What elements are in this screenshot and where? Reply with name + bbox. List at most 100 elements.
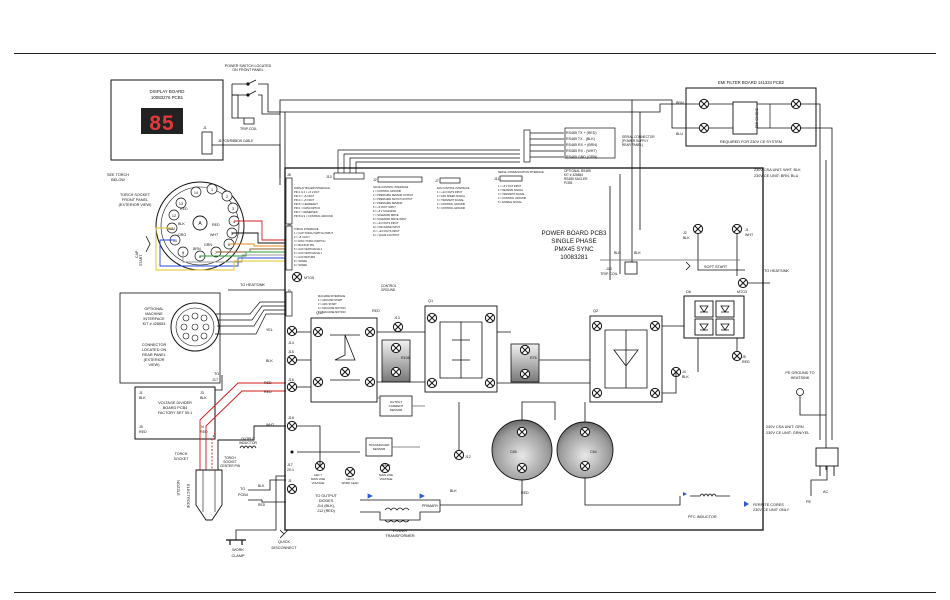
display-j1-connector xyxy=(201,131,213,155)
svg-text:1 = CONTROL GROUND: 1 = CONTROL GROUND xyxy=(373,190,401,193)
svg-text:3 = MACHINE MOTION: 3 = MACHINE MOTION xyxy=(318,306,346,310)
j1-pcb4-terminal: J1 xyxy=(286,479,298,495)
svg-text:J4: J4 xyxy=(200,425,204,429)
j14-terminal: J15 BLK xyxy=(266,350,298,366)
j8-pin-list: DISPLAY BOARD INTERFACE PIN 1 & 2 = +5 V… xyxy=(294,186,333,218)
rs485-list: RS485 TX + (RED) RS485 TX - (BLK) RS485 … xyxy=(564,127,616,159)
svg-text:4: 4 xyxy=(233,220,235,224)
mid-terminal xyxy=(453,449,465,461)
svg-text:TRANSDUCER: TRANSDUCER xyxy=(369,443,391,447)
j3-pin-list: MACHINE INTERFACE 1 = AROUND START 2 = A… xyxy=(318,294,346,314)
j2-connector xyxy=(377,176,423,183)
emi-required-label: REQUIRED FOR 230V CE SYSTEM xyxy=(720,140,782,144)
unit-230v-note: 230V CSA UNIT: WHT, BLK 230V CE UNIT: BR… xyxy=(754,168,801,178)
svg-text:(EXTERIOR: (EXTERIOR xyxy=(144,358,165,362)
svg-text:3 = PRESSURE SWITCH OUTPUT: 3 = PRESSURE SWITCH OUTPUT xyxy=(373,198,413,201)
svg-text:RED: RED xyxy=(212,223,220,227)
svg-text:BLK: BLK xyxy=(682,375,689,379)
svg-text:14: 14 xyxy=(194,191,198,195)
torch-harness-wires xyxy=(155,220,286,271)
q1-igbt-pair xyxy=(439,321,483,379)
torch-socket-wire-colors: RED BLK ORG BRN GRN WHT RED BLU xyxy=(168,207,220,251)
svg-text:QUICK: QUICK xyxy=(278,540,290,544)
ferrite-cores-label: FERRITE CORES 230V CE UNIT ONLY xyxy=(753,503,790,512)
svg-text:FERRITE CORES: FERRITE CORES xyxy=(753,503,784,507)
j10-trip-coil-label: J10 TRIP COIL xyxy=(600,267,618,276)
j7-connector xyxy=(439,177,461,184)
svg-text:2 = PRESSURE SENSOR OUTPUT: 2 = PRESSURE SENSOR OUTPUT xyxy=(373,194,414,197)
j10-wires xyxy=(337,149,520,173)
j18-terminal: J18 WHT xyxy=(266,416,298,432)
serial-connector xyxy=(523,129,531,163)
svg-text:HEATSINK: HEATSINK xyxy=(791,376,810,380)
emi-input-wires xyxy=(632,99,699,129)
svg-text:TORCH INTERFACE: TORCH INTERFACE xyxy=(294,227,319,231)
svg-text:MACHINE INTERFACE: MACHINE INTERFACE xyxy=(318,294,346,298)
svg-text:7 = AUX RETURN: 7 = AUX RETURN xyxy=(294,255,315,259)
ac-plug xyxy=(815,447,839,476)
j10-label: J10 xyxy=(326,175,332,179)
main-input-terminals: J2 BLK J1 WHT xyxy=(683,223,754,240)
pe-wire xyxy=(810,472,828,496)
svg-text:RED: RED xyxy=(264,381,272,385)
serial-connector-label: SERIAL CONNECTOR (POWER SUPPLY REAR PANE… xyxy=(622,135,655,147)
svg-text:BRN: BRN xyxy=(193,247,201,251)
svg-text:20:1: 20:1 xyxy=(287,468,294,472)
j5-terminal: J5 RED xyxy=(731,350,750,364)
emi-choke xyxy=(732,101,758,135)
svg-text:7: 7 xyxy=(215,251,217,255)
j9-label: J9 xyxy=(287,223,291,227)
pcb4-blk-label: BLK xyxy=(258,484,265,488)
svg-text:LED 11: LED 11 xyxy=(381,463,391,467)
svg-text:J16: J16 xyxy=(288,378,294,382)
mtg5-terminal: MTG5 xyxy=(291,271,314,283)
svg-text:START: START xyxy=(139,254,143,266)
svg-text:FACTORY SET 50:1: FACTORY SET 50:1 xyxy=(158,411,193,415)
svg-text:J5: J5 xyxy=(742,355,746,359)
work-clamp-wire xyxy=(235,475,286,540)
work-clamp-label: WORK CLAMP xyxy=(231,548,245,558)
blu-label: BLU xyxy=(676,132,683,136)
voltage-divider-label: VOLTAGE DIVIDER BOARD PCB4 FACTORY SET 5… xyxy=(158,401,193,415)
svg-text:SOCKET: SOCKET xyxy=(223,460,237,464)
svg-text:BLK: BLK xyxy=(266,359,273,363)
rs485-wires xyxy=(530,132,564,158)
to-j17-label: TO J17 xyxy=(212,372,219,382)
svg-text:WORK: WORK xyxy=(232,548,244,552)
svg-text:TO OUTPUT: TO OUTPUT xyxy=(315,494,338,498)
torch-socket-pin-numbers: 1 2 3 4 5 6 7 8 9 10 11 12 13 14 xyxy=(170,188,235,259)
svg-text:ON FRONT PANEL: ON FRONT PANEL xyxy=(232,68,263,72)
svg-text:VOLTAGE DIVIDER: VOLTAGE DIVIDER xyxy=(158,401,192,405)
power-switch-label: POWER SWITCH LOCATED ON FRONT PANEL xyxy=(225,64,272,72)
pcb4-red-label: RED xyxy=(258,503,266,507)
j10-connector xyxy=(333,172,365,180)
svg-text:J1: J1 xyxy=(139,391,143,395)
torch-body: NOZZLE ELECTRODE xyxy=(176,469,223,521)
output-inductor-label: OUTPUT INDUCTOR xyxy=(239,437,257,445)
trip-coil-label: TRIP COIL xyxy=(240,127,257,131)
power-transformer-label: POWER TRANSFORMER xyxy=(385,529,415,538)
svg-text:INTERFACE: INTERFACE xyxy=(143,317,165,321)
svg-text:SOCKET: SOCKET xyxy=(174,457,190,461)
svg-text:10: 10 xyxy=(173,239,177,243)
svg-text:11 = +24 VOLTS INPUT: 11 = +24 VOLTS INPUT xyxy=(373,230,400,233)
svg-text:9 = SPARE: 9 = SPARE xyxy=(294,263,307,267)
svg-text:BLK: BLK xyxy=(683,236,690,240)
svg-text:5 = CONTROL GROUND: 5 = CONTROL GROUND xyxy=(437,207,465,210)
svg-text:230V CE UNIT ONLY: 230V CE UNIT ONLY xyxy=(753,508,790,512)
svg-text:7 = SOLENOID DRIVE: 7 = SOLENOID DRIVE xyxy=(373,214,399,217)
optional-interface-label: OPTIONAL MACHINE INTERFACE KIT # 428653 xyxy=(143,307,166,326)
j8-label: J8 xyxy=(287,173,291,177)
svg-text:J17: J17 xyxy=(287,463,293,467)
power-switch xyxy=(231,79,286,178)
pfc-inductor-label: PFC INDUCTOR xyxy=(688,515,717,519)
d6-label: D6 xyxy=(686,290,691,294)
svg-text:FAN CONTROL INTERFACE: FAN CONTROL INTERFACE xyxy=(437,187,470,190)
svg-text:4 = CONTROL GROUND: 4 = CONTROL GROUND xyxy=(498,197,526,200)
svg-text:YEL: YEL xyxy=(266,328,273,332)
svg-text:6 = +5 V SOLENOID: 6 = +5 V SOLENOID xyxy=(373,210,396,213)
q1-module xyxy=(424,305,498,393)
svg-text:10083281: 10083281 xyxy=(560,254,588,261)
svg-text:4 = MACHINE MOTION: 4 = MACHINE MOTION xyxy=(318,310,346,314)
svg-text:6 = AUX VENT/VALVE 1: 6 = AUX VENT/VALVE 1 xyxy=(294,251,323,255)
